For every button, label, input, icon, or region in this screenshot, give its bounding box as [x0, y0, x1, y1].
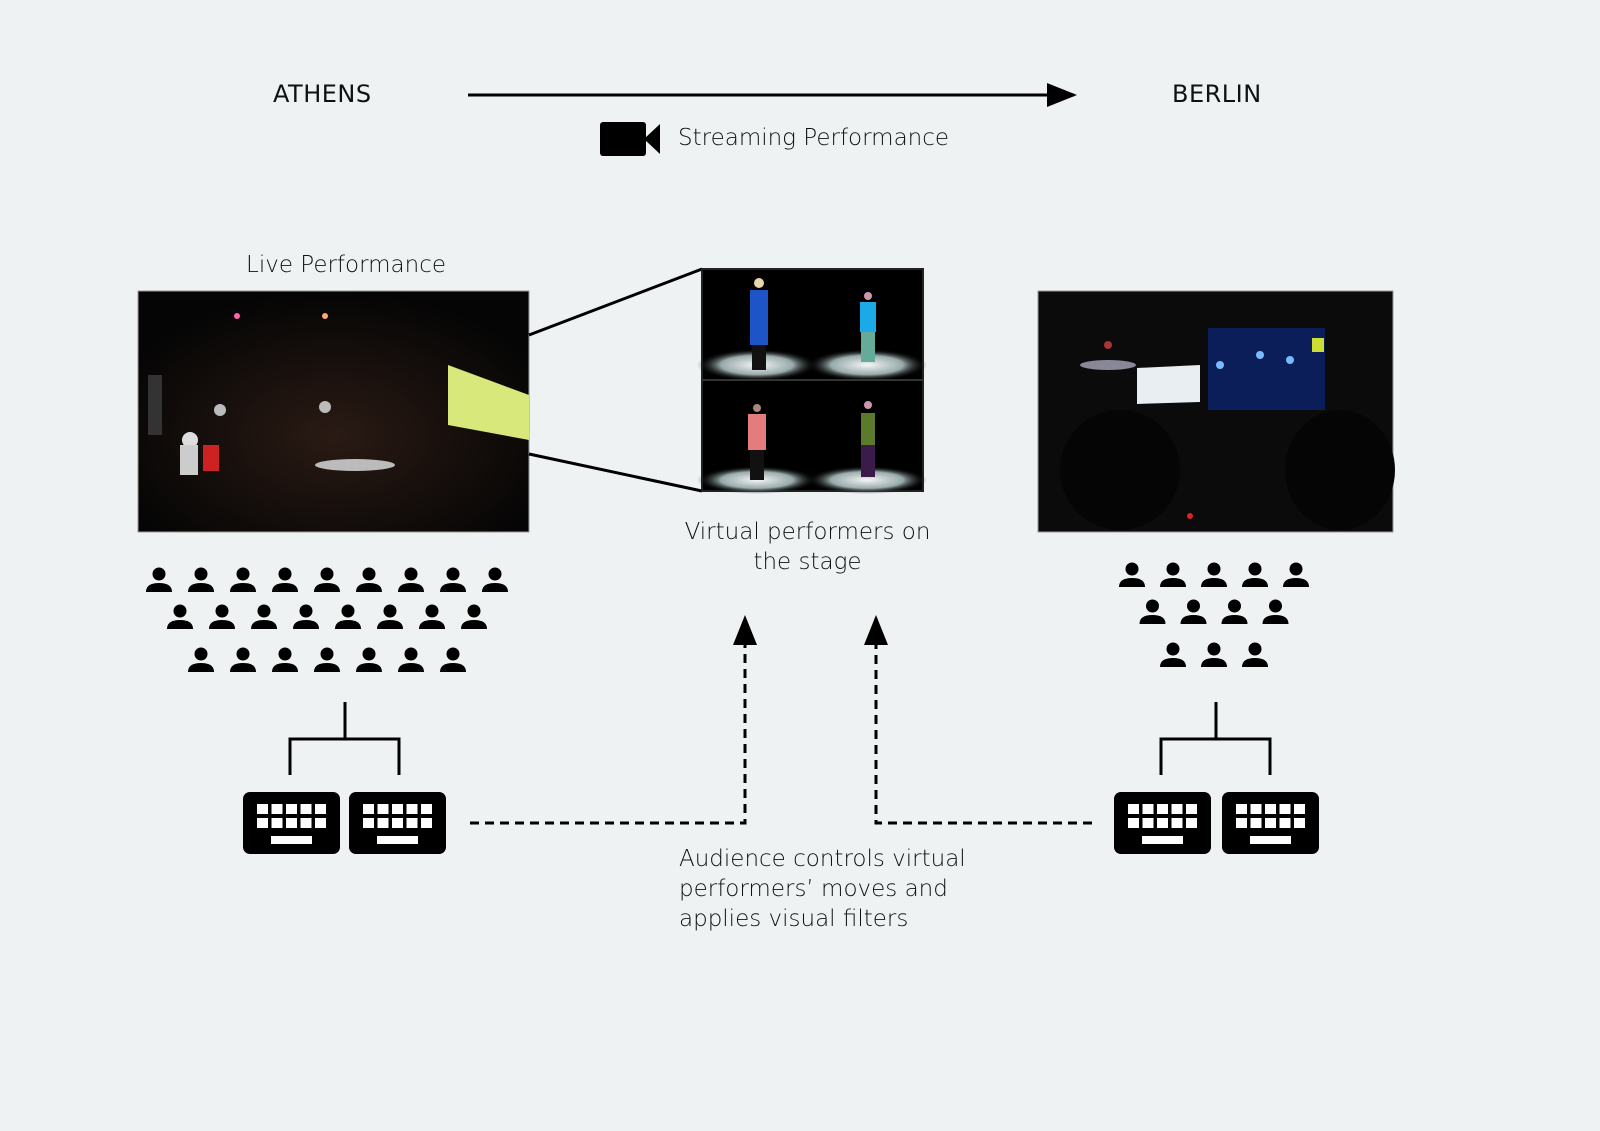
person-icon	[335, 604, 361, 629]
person-icon	[482, 567, 508, 592]
person-icon	[272, 567, 298, 592]
person-icon	[1160, 562, 1186, 587]
caption-line: the stage	[753, 549, 862, 575]
person-icon	[1242, 562, 1268, 587]
person-icon	[1180, 599, 1207, 624]
person-icon	[293, 604, 319, 629]
person-icon	[398, 567, 424, 592]
caption-line: Virtual performers on	[684, 519, 931, 545]
athens-connector	[288, 702, 401, 775]
virtual-performers-caption: Virtual performers on the stage	[660, 517, 955, 577]
person-icon	[356, 647, 382, 672]
caption-line: Audience controls virtual	[679, 846, 966, 872]
person-icon	[440, 647, 466, 672]
person-icon	[1201, 562, 1227, 587]
athens-control-arrow	[470, 615, 757, 825]
person-icon	[1221, 599, 1248, 624]
person-icon	[1242, 642, 1268, 667]
person-icon	[398, 647, 424, 672]
keyboard-icon	[243, 792, 340, 854]
streaming-label: Streaming Performance	[678, 125, 950, 151]
person-icon	[314, 567, 340, 592]
caption-line: performers’ moves and	[679, 876, 948, 902]
person-icon	[230, 647, 256, 672]
caption-line: applies visual filters	[679, 906, 909, 932]
person-icon	[1119, 562, 1145, 587]
keyboard-icon	[1114, 792, 1211, 854]
audience-control-caption: Audience controls virtual performers’ mo…	[679, 844, 966, 934]
live-performance-photo	[137, 290, 530, 533]
person-icon	[1201, 642, 1227, 667]
person-icon	[272, 647, 298, 672]
person-icon	[167, 604, 193, 629]
zoom-line-bottom	[528, 452, 703, 493]
berlin-label: BERLIN	[1172, 80, 1262, 108]
person-icon	[188, 647, 214, 672]
person-icon	[314, 647, 340, 672]
person-icon	[1139, 599, 1166, 624]
person-icon	[1283, 562, 1309, 587]
person-icon	[419, 604, 445, 629]
virtual-performers-photo	[697, 268, 927, 494]
person-icon	[377, 604, 403, 629]
person-icon	[230, 567, 256, 592]
person-icon	[188, 567, 214, 592]
berlin-connector	[1159, 702, 1272, 775]
keyboard-icon	[349, 792, 446, 854]
person-icon	[146, 567, 172, 592]
berlin-performance-photo	[1037, 290, 1395, 533]
audience-icons	[146, 562, 1309, 672]
zoom-line-top	[528, 267, 703, 337]
person-icon	[251, 604, 277, 629]
athens-label: ATHENS	[273, 80, 372, 108]
person-icon	[356, 567, 382, 592]
video-camera-icon	[600, 122, 660, 156]
berlin-control-arrow	[864, 615, 1092, 825]
person-icon	[1160, 642, 1186, 667]
person-icon	[1262, 599, 1289, 624]
keyboard-icon	[1222, 792, 1319, 854]
person-icon	[461, 604, 487, 629]
person-icon	[440, 567, 466, 592]
live-performance-label: Live Performance	[246, 252, 447, 278]
person-icon	[209, 604, 235, 629]
